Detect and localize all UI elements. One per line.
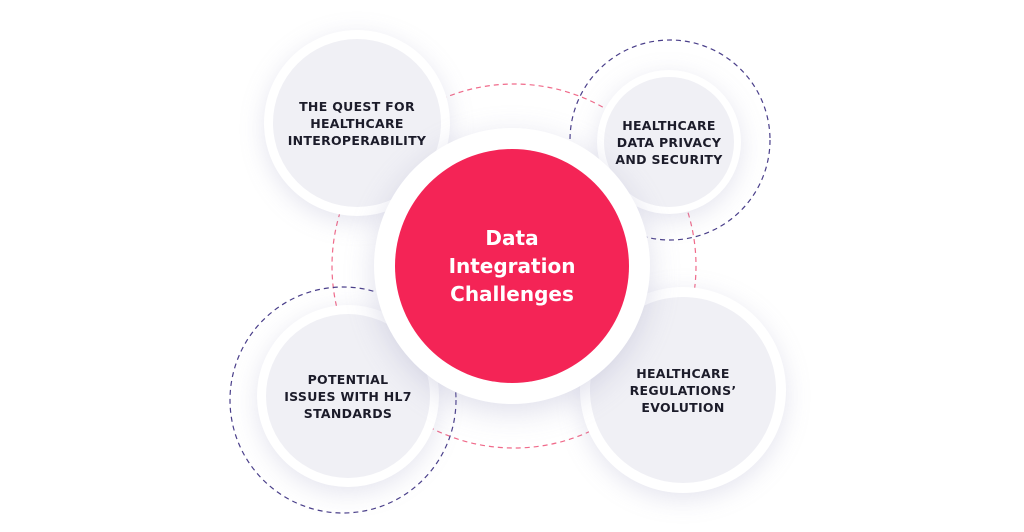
node-text: HEALTHCARE <box>310 115 404 131</box>
node-text: THE QUEST FOR <box>299 98 415 114</box>
node-text: HEALTHCARE <box>622 117 716 133</box>
node-text: INTEROPERABILITY <box>287 132 427 148</box>
node-text: AND SECURITY <box>615 151 723 167</box>
node-text: POTENTIAL <box>307 371 389 387</box>
node-text: STANDARDS <box>303 405 393 421</box>
node-text: ISSUES WITH HL7 <box>284 388 412 404</box>
center-title: Integration <box>448 254 576 278</box>
node-text: DATA PRIVACY <box>616 134 722 150</box>
center-title: Challenges <box>450 282 574 306</box>
center-dashed-ring <box>331 83 697 449</box>
privacy-dashed-ring <box>569 39 771 241</box>
center-node: Data Integration Challenges <box>374 128 650 404</box>
node-text: HEALTHCARE <box>636 365 730 381</box>
hl7-dashed-ring <box>229 286 457 514</box>
node-text: EVOLUTION <box>641 399 725 415</box>
node-interoperability: THE QUEST FOR HEALTHCARE INTEROPERABILIT… <box>264 30 450 216</box>
center-title: Data <box>485 226 539 250</box>
node-text: REGULATIONS’ <box>629 382 737 398</box>
